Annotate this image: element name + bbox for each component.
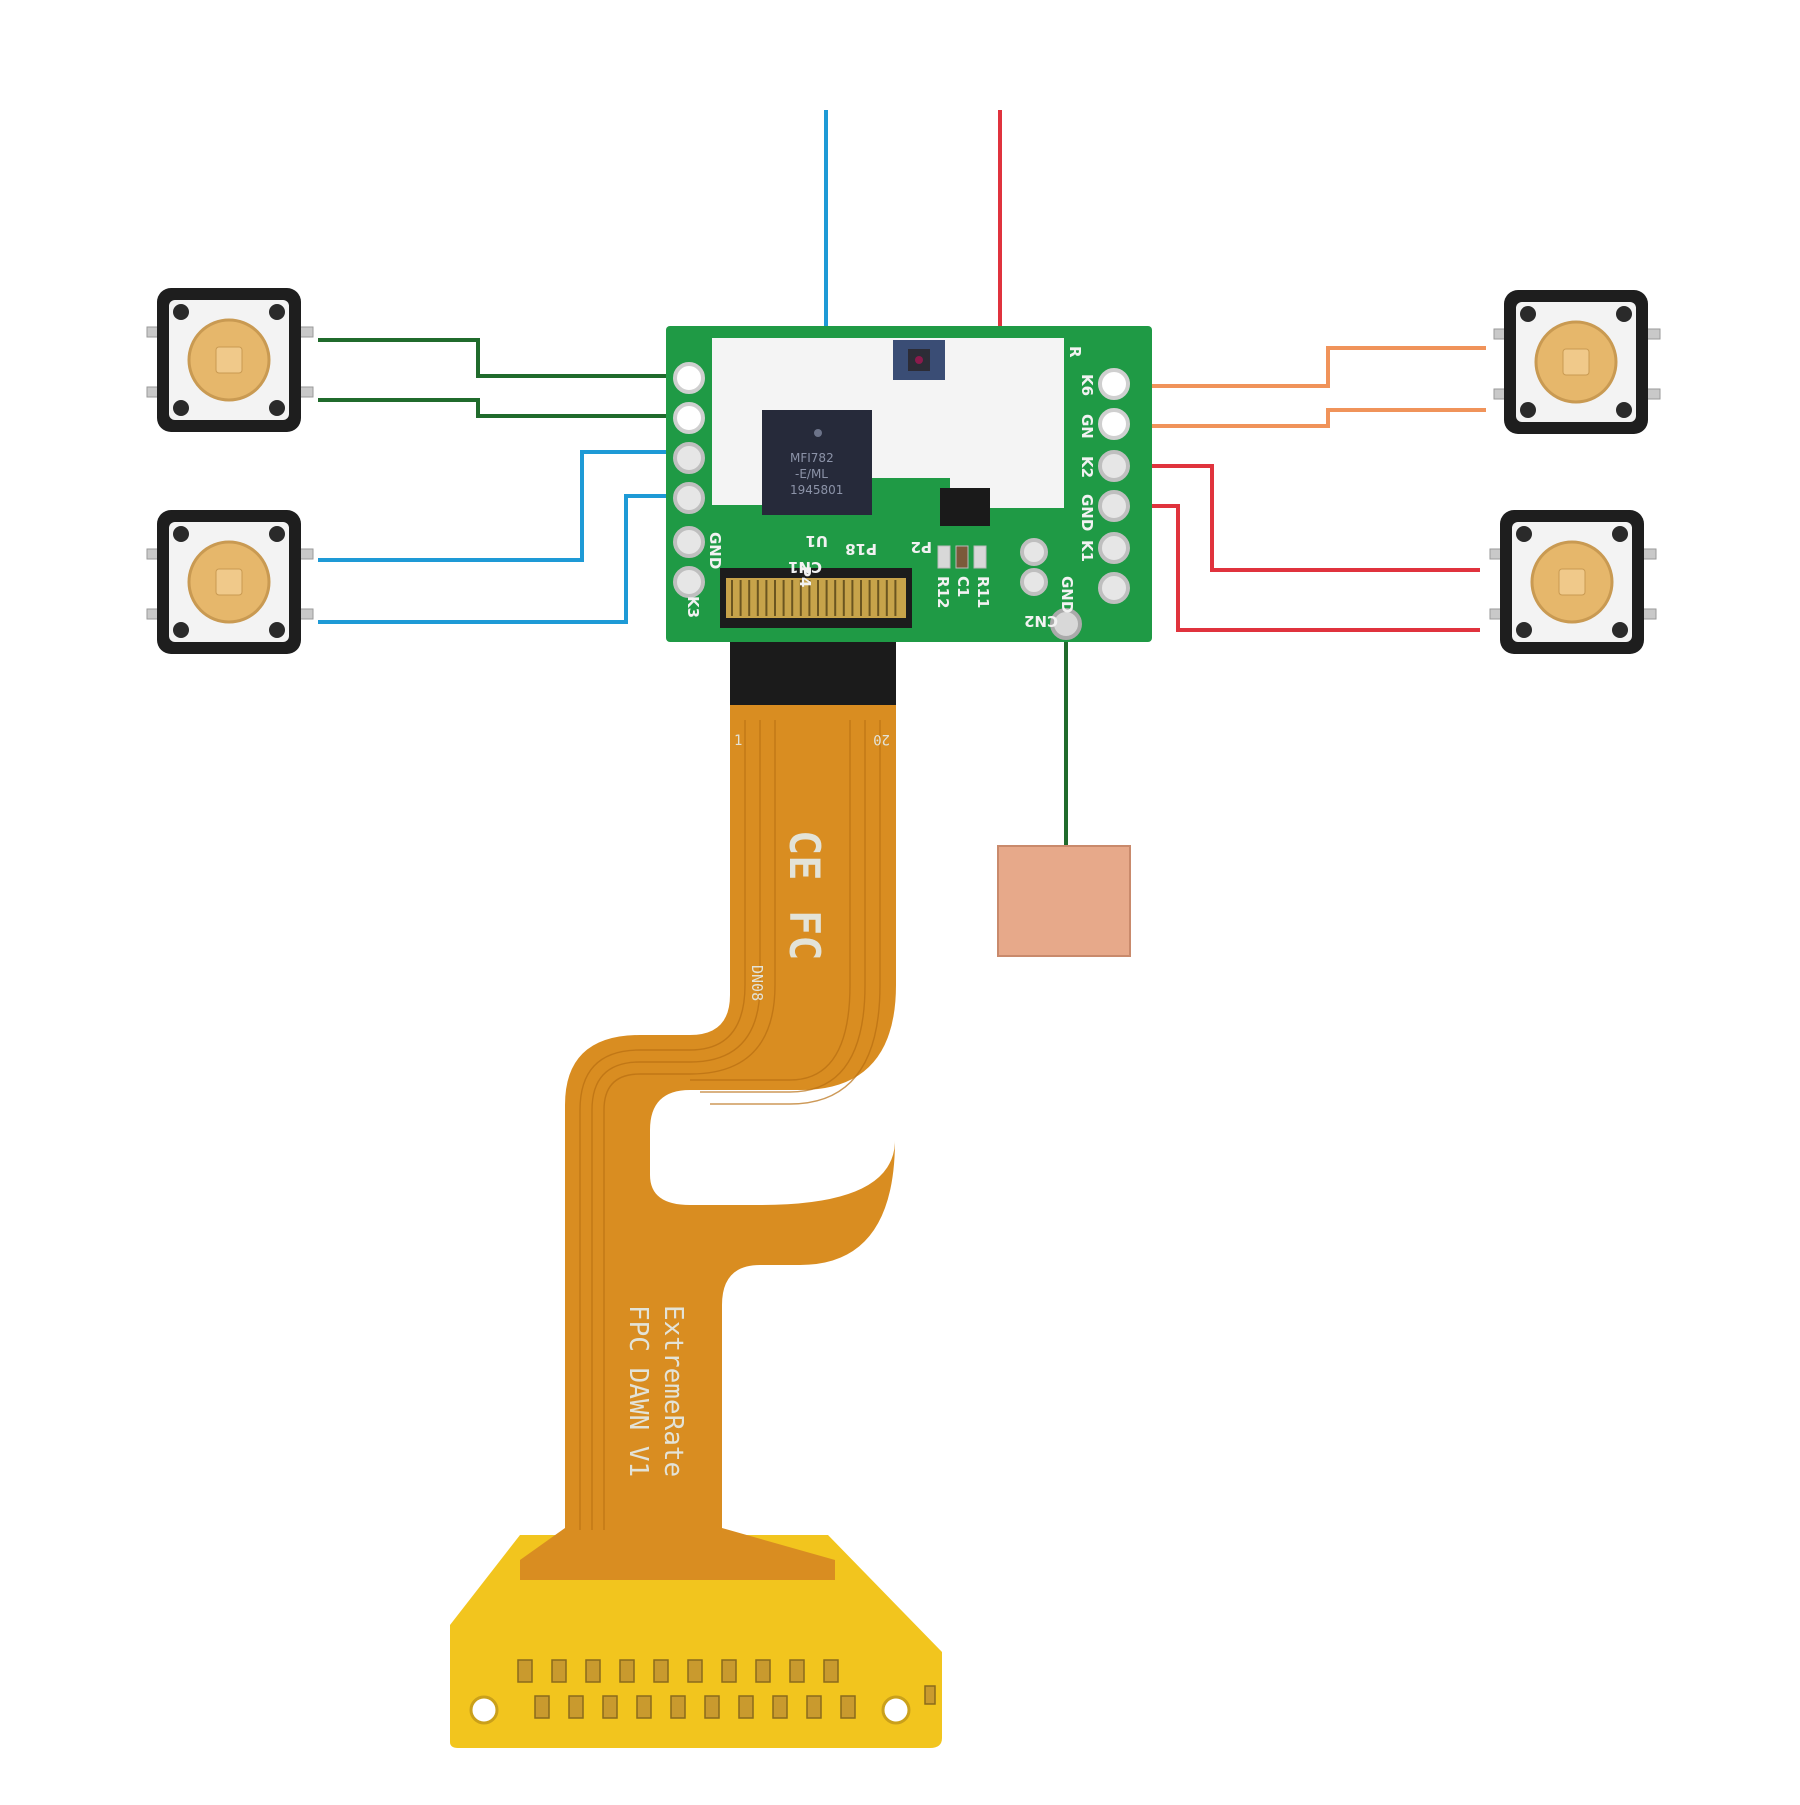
flex-mark-fc: FC [780, 910, 829, 961]
flex-pad [704, 1695, 720, 1719]
flex-ribbon-shape [520, 705, 896, 1580]
wire-orange-right-1 [1110, 346, 1486, 388]
wire-blue-left-2 [318, 494, 668, 624]
flex-pad [721, 1659, 737, 1683]
flex-stiffener [730, 630, 896, 710]
silk-cn2: CN2 [1024, 612, 1058, 630]
flex-pad [823, 1659, 839, 1683]
pcb-ic [940, 488, 990, 526]
flex-pad [602, 1695, 618, 1719]
flex-pad [840, 1695, 856, 1719]
silk-k1: K1 [1078, 540, 1096, 562]
flex-brand: ExtremeRate [658, 1305, 688, 1477]
wire-red-right-1 [1128, 464, 1480, 572]
flex-pad-extra [924, 1685, 936, 1705]
silk-p4: P4 [796, 566, 814, 587]
silk-r12: R12 [934, 576, 952, 608]
silk-p2: P2 [911, 538, 932, 556]
silk-p18: P18 [845, 540, 877, 558]
wire-red-right-2 [1128, 504, 1480, 632]
flex-pad [738, 1695, 754, 1719]
pcb-right-pads [1020, 368, 1130, 640]
tactile-button [1489, 510, 1657, 654]
chip-marking-2: -E/ML [795, 467, 828, 481]
flex-pads [517, 1659, 936, 1719]
mount-hole-left [469, 1695, 499, 1725]
flex-pad [789, 1659, 805, 1683]
flex-pin-start: 1 [734, 733, 742, 749]
flex-pad [653, 1659, 669, 1683]
silk-gnd-left: GND [706, 532, 724, 569]
flex-pad [636, 1695, 652, 1719]
tactile-button [1493, 290, 1661, 434]
flex-pad [619, 1659, 635, 1683]
flex-tail [450, 1535, 942, 1748]
pcb-board: MFI782 -E/ML 1945801 [666, 326, 1152, 642]
silk-gn: GN [1078, 414, 1096, 439]
silk-k3: K3 [684, 596, 702, 618]
tactile-button [146, 288, 314, 432]
wire-blue-left-1 [318, 450, 668, 562]
silk-k6: K6 [1078, 374, 1096, 396]
chip-marking-1: MFI782 [790, 451, 834, 465]
silk-cn1: CN1 [788, 558, 822, 576]
silk-gnd-right: GND [1078, 494, 1096, 531]
wires [318, 110, 1486, 848]
flex-traces [579, 720, 881, 1530]
wire-green-left-2 [318, 398, 685, 418]
tactile-button [146, 510, 314, 654]
pcb-chip-u1 [762, 410, 872, 515]
pcb-left-pads [673, 362, 705, 598]
silk-k2: K2 [1078, 456, 1096, 478]
wire-green-left-1 [318, 338, 685, 378]
flex-part-code: DN08 [748, 965, 766, 1001]
mount-hole-right [881, 1695, 911, 1725]
flex-pad [670, 1695, 686, 1719]
silk-r11: R11 [974, 576, 992, 608]
flex-pad [517, 1659, 533, 1683]
flex-pad [687, 1659, 703, 1683]
flex-cable: 1 20 CE FC DN08 ExtremeRate FPC DAWN V1 [450, 630, 942, 1748]
flex-mark-ce: CE [780, 830, 829, 881]
silk-gnd-k1: GND [1058, 576, 1076, 613]
flex-pad [534, 1695, 550, 1719]
copper-pad [997, 845, 1131, 957]
silk-u1: U1 [805, 532, 828, 550]
silk-r: R [1066, 346, 1084, 358]
silk-c1: C1 [954, 576, 972, 597]
flex-pad [568, 1695, 584, 1719]
wire-orange-right-2 [1110, 408, 1486, 428]
flex-pad [551, 1659, 567, 1683]
flex-model: FPC DAWN V1 [623, 1305, 653, 1477]
flex-pad [585, 1659, 601, 1683]
flex-pad [755, 1659, 771, 1683]
flex-pad [806, 1695, 822, 1719]
chip-marking-3: 1945801 [790, 483, 843, 497]
flex-pad [772, 1695, 788, 1719]
flex-pin-end: 20 [873, 731, 890, 747]
